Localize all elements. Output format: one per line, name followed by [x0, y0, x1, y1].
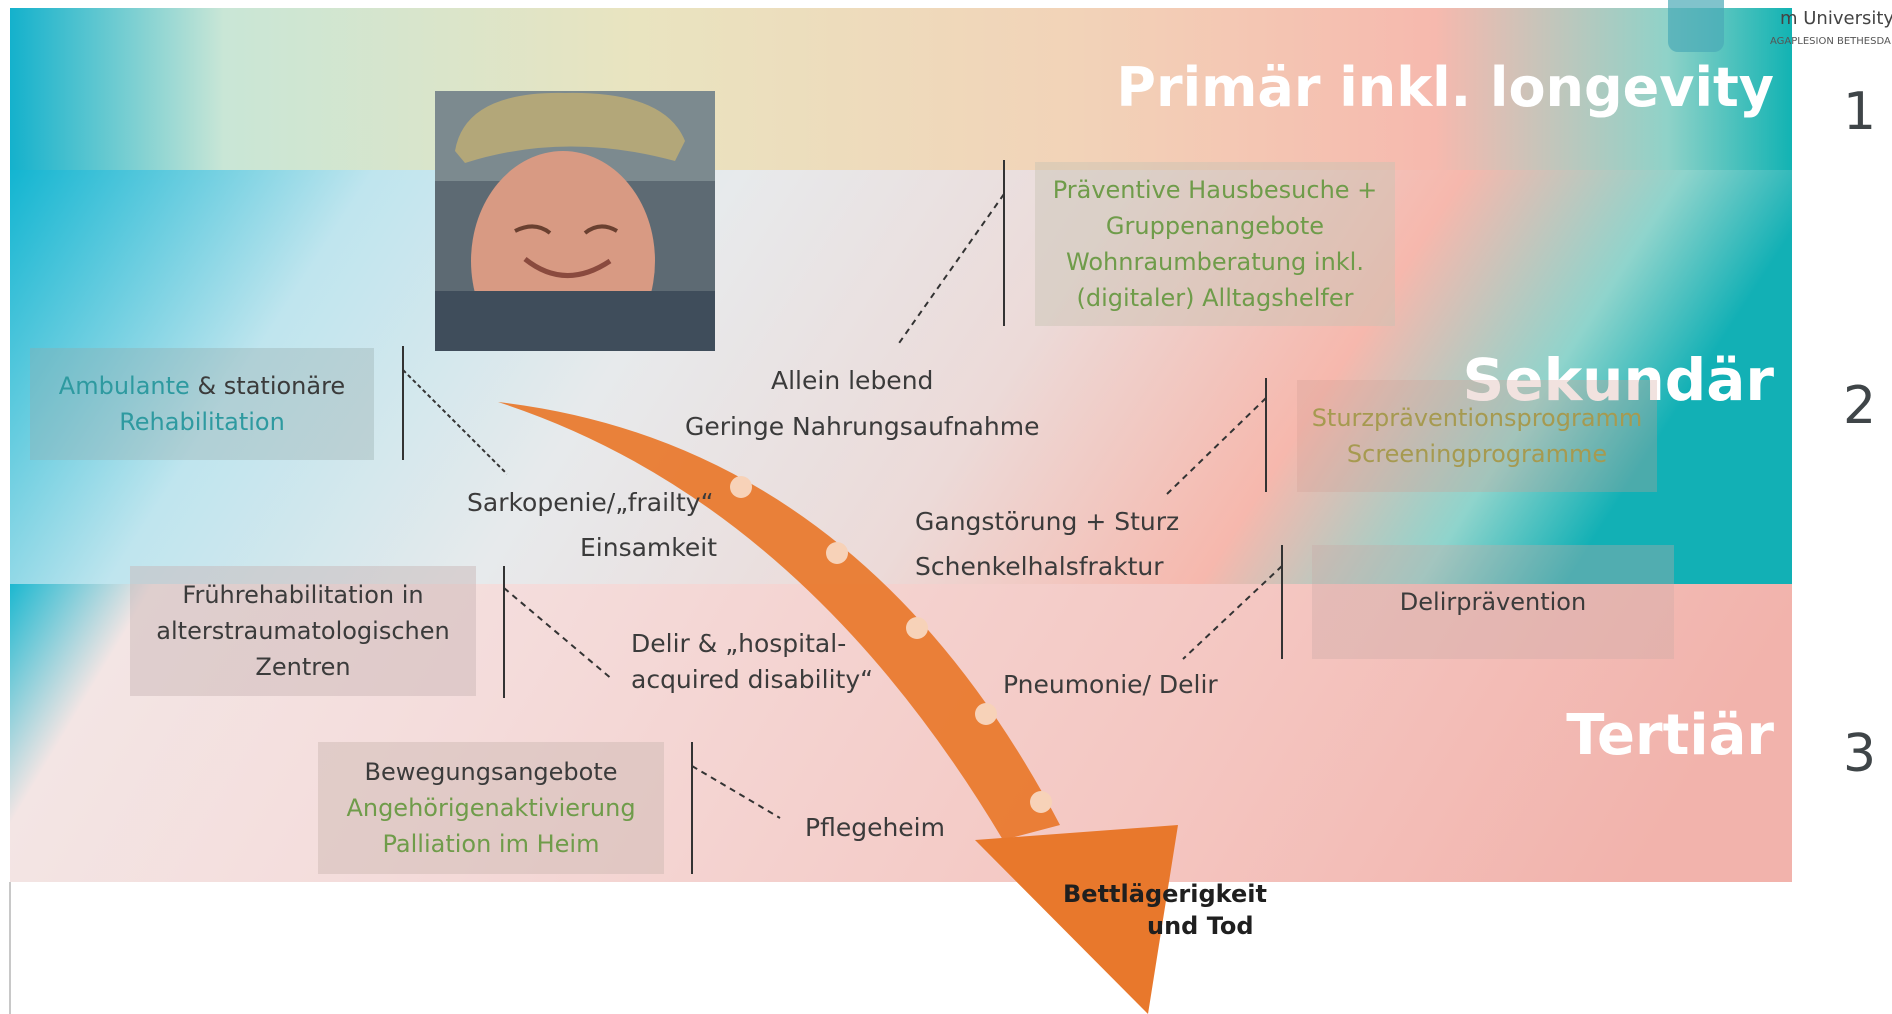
risk-sarcopenia: Sarkopenie/„frailty“ — [467, 488, 714, 517]
nursing-line-1: Bewegungsangebote — [364, 758, 618, 786]
early-rehab-line-2: alterstraumatologischen — [156, 617, 450, 645]
arrow-point-5 — [1030, 791, 1052, 813]
outcome-line-2: und Tod — [1147, 912, 1254, 940]
rehab-line-1: Ambulante & stationäre — [59, 368, 345, 404]
rehab-stationaer: & stationäre — [189, 372, 346, 400]
delir-prevention-text: Delirprävention — [1399, 588, 1587, 616]
university-logo — [1668, 0, 1724, 52]
arrow-point-1 — [730, 476, 752, 498]
primary-line-3: Wohnraumberatung inkl. — [1066, 248, 1364, 276]
risk-alone: Allein lebend — [771, 366, 934, 395]
nursing-line-3: Palliation im Heim — [382, 830, 600, 858]
fall-line-1: Sturzpräventionsprogramm — [1311, 404, 1643, 432]
outcome-line-1: Bettlägerigkeit — [1063, 880, 1267, 908]
zone-number-1: 1 — [1843, 82, 1877, 142]
primary-line-1: Präventive Hausbesuche + — [1052, 176, 1378, 204]
risk-loneliness: Einsamkeit — [580, 533, 717, 562]
early-rehab-line-3: Zentren — [255, 653, 351, 681]
risk-nutrition: Geringe Nahrungsaufnahme — [685, 412, 1040, 441]
elderly-man-photo — [435, 91, 715, 351]
nursing-line-2: Angehörigenaktivierung — [346, 794, 636, 822]
zone-title-primary: Primär inkl. longevity — [1116, 56, 1774, 119]
risk-gait: Gangstörung + Sturz — [915, 507, 1180, 536]
affiliation-text: AGAPLESION BETHESDA — [1770, 36, 1891, 47]
box-rehabilitation: Ambulante & stationäre Rehabilitation — [30, 348, 374, 460]
risk-nursing-home: Pflegeheim — [805, 813, 945, 842]
rehab-ambulant: Ambulante — [58, 372, 190, 400]
primary-line-2: Gruppenangebote — [1105, 212, 1325, 240]
arrow-point-2 — [826, 542, 848, 564]
zone-title-secondary: Sekundär — [1462, 346, 1774, 414]
early-rehab-line-1: Frührehabilitation in — [182, 581, 424, 609]
risk-pneumonia: Pneumonie/ Delir — [1003, 670, 1218, 699]
risk-delir-1: Delir & „hospital- — [631, 629, 847, 658]
decline-arrow — [498, 402, 1060, 840]
zone-title-tertiary: Tertiär — [1566, 703, 1774, 768]
primary-line-4: (digitaler) Alltagshelfer — [1076, 284, 1354, 312]
box-delir-prevention: Delirprävention — [1312, 545, 1674, 659]
risk-hip-fracture: Schenkelhalsfraktur — [915, 552, 1164, 581]
box-primary-prevention: Präventive Hausbesuche + Gruppenangebote… — [1035, 162, 1395, 326]
box-fall-prevention: Sturzpräventionsprogramm Screeningprogra… — [1297, 380, 1657, 492]
box-nursing-home: Bewegungsangebote Angehörigenaktivierung… — [318, 742, 664, 874]
fall-line-2: Screeningprogramme — [1346, 440, 1608, 468]
zone-number-2: 2 — [1843, 376, 1877, 436]
box-early-rehab: Frührehabilitation in alterstraumatologi… — [130, 566, 476, 696]
arrow-point-3 — [906, 617, 928, 639]
risk-delir-2: acquired disability“ — [631, 665, 874, 694]
zone-number-3: 3 — [1843, 724, 1877, 784]
arrow-point-4 — [975, 703, 997, 725]
rehab-line-2: Rehabilitation — [119, 408, 285, 436]
university-name: m University — [1780, 8, 1892, 29]
